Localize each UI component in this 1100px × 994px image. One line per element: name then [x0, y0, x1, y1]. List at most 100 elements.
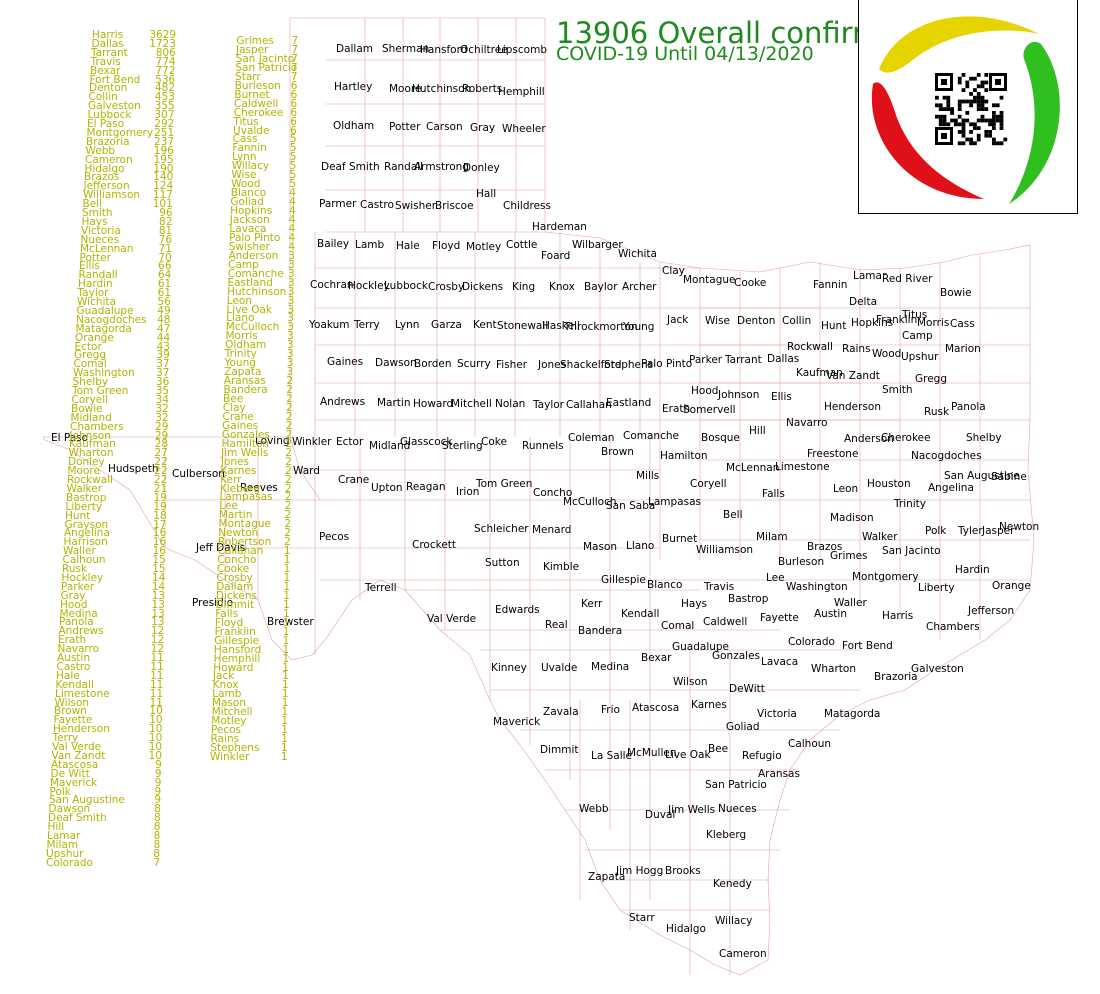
- county-label-harris: Harris: [882, 610, 913, 622]
- case-list-county-name: Aransas: [223, 375, 266, 388]
- case-list-county-name: Grimes: [236, 35, 274, 47]
- county-label-san-patricio: San Patricio: [705, 779, 767, 791]
- case-list-count: 81: [158, 224, 173, 237]
- county-label-kendall: Kendall: [621, 608, 659, 620]
- case-list-count: 453: [154, 91, 175, 104]
- case-list-count: 1: [282, 643, 290, 656]
- case-list-count: 1: [283, 545, 291, 558]
- case-list-count: 196: [153, 144, 174, 157]
- case-list-count: 70: [158, 251, 172, 264]
- case-list-county-name: San Patricio: [235, 61, 298, 74]
- county-label-hardin: Hardin: [955, 564, 990, 576]
- case-list-county-name: Bee: [223, 393, 244, 405]
- county-label-la-salle: La Salle: [591, 750, 632, 762]
- case-list-county-name: Fort Bend: [89, 73, 141, 86]
- county-label-llano: Llano: [626, 540, 654, 552]
- case-list-county-name: Kendall: [55, 678, 94, 691]
- county-label-kleberg: Kleberg: [706, 829, 746, 841]
- case-list-count: 21: [153, 482, 168, 495]
- case-list-count: 2: [284, 518, 292, 531]
- county-label-kent: Kent: [473, 319, 497, 331]
- county-label-bexar: Bexar: [641, 652, 672, 664]
- case-list-count: 774: [155, 55, 176, 68]
- case-list-county-name: Webb: [85, 144, 116, 157]
- county-label-jasper: Jasper: [981, 525, 1015, 537]
- county-label-jim-wells: Jim Wells: [667, 804, 715, 816]
- case-list-count: 9: [155, 758, 162, 771]
- county-label-gregg: Gregg: [915, 373, 947, 385]
- case-list-count: 4: [288, 205, 296, 218]
- county-label-frio: Frio: [601, 704, 620, 716]
- case-list-count: 22: [154, 465, 168, 478]
- county-label-gillespie: Gillespie: [601, 574, 646, 586]
- county-label-upshur: Upshur: [901, 351, 939, 363]
- case-list-count: 7: [290, 70, 298, 83]
- county-label-waller: Waller: [834, 597, 867, 609]
- case-list-count: 2: [285, 446, 293, 459]
- case-list-count: 251: [154, 126, 175, 139]
- county-label-cameron: Cameron: [719, 948, 767, 960]
- case-list-county-name: Falls: [215, 607, 239, 620]
- case-list-county-name: Navarro: [57, 643, 100, 656]
- county-label-king: King: [512, 281, 535, 293]
- case-list-count: 11: [150, 652, 164, 664]
- case-list-county-name: Morris: [225, 330, 258, 343]
- case-list-county-name: Stephens: [210, 742, 260, 755]
- case-list-count: 1: [281, 679, 289, 692]
- case-list-county-name: Erath: [58, 634, 87, 647]
- case-list-count: 4: [289, 187, 296, 200]
- case-list-count: 5: [290, 133, 297, 146]
- county-label-dallas: Dallas: [767, 353, 799, 365]
- county-label-garza: Garza: [431, 319, 462, 331]
- case-list-count: 5: [289, 160, 297, 173]
- case-list-count: 2: [285, 428, 293, 441]
- county-label-zapata: Zapata: [588, 871, 625, 883]
- case-list-county-name: Jefferson: [83, 180, 130, 193]
- county-label-reeves: Reeves: [240, 482, 278, 494]
- case-list-count: 2: [284, 473, 292, 486]
- county-label-comal: Comal: [661, 620, 694, 632]
- case-list-count: 117: [152, 189, 173, 202]
- county-label-walker: Walker: [862, 531, 898, 543]
- case-list-count: 3: [286, 366, 294, 379]
- case-list-count: 8: [153, 830, 161, 842]
- case-list-county-name: Motley: [211, 715, 247, 728]
- county-label-live-oak: Live Oak: [665, 749, 711, 761]
- case-list-count: 1: [281, 688, 289, 701]
- county-label-austin: Austin: [814, 608, 847, 620]
- county-label-calhoun: Calhoun: [788, 738, 831, 750]
- county-label-eastland: Eastland: [606, 397, 651, 409]
- case-list-count: 2: [285, 437, 293, 450]
- logo-ring-green: [1009, 41, 1060, 204]
- case-list-county-name: Val Verde: [52, 741, 102, 753]
- case-list-count: 13: [151, 598, 165, 611]
- county-label-van-zandt: Van Zandt: [826, 370, 880, 382]
- county-label-webb: Webb: [579, 803, 609, 815]
- case-list-county-name: Cameron: [85, 153, 133, 166]
- case-list-count: 1: [281, 706, 289, 719]
- county-label-motley: Motley: [466, 241, 501, 253]
- case-list-county-name: Randall: [78, 269, 118, 282]
- county-label-ector: Ector: [336, 436, 364, 448]
- county-label-potter: Potter: [389, 121, 421, 133]
- case-list-county-name: Brazos: [84, 171, 120, 184]
- case-list-county-name: Hutchinson: [227, 285, 287, 298]
- case-list-county-name: Eastland: [227, 276, 273, 289]
- county-label-midland: Midland: [369, 440, 410, 452]
- case-list-count: 1: [282, 625, 290, 638]
- case-list-count: 1: [283, 563, 291, 576]
- case-list-county-name: Terry: [52, 732, 79, 745]
- case-list-count: 8: [154, 812, 161, 825]
- case-list-county-name: Victoria: [81, 224, 121, 237]
- county-label-concho: Concho: [533, 487, 572, 499]
- case-list-count: 772: [155, 64, 176, 77]
- case-list-count: 1: [281, 742, 288, 755]
- case-list-county-name: Chambers: [70, 420, 124, 433]
- county-label-jeff-davis: Jeff Davis: [195, 542, 245, 554]
- case-list-county-name: Taylor: [77, 287, 109, 300]
- county-label-winkler: Winkler: [292, 436, 332, 448]
- county-label-val-verde: Val Verde: [427, 613, 476, 625]
- case-list-count: 4: [288, 240, 296, 253]
- case-list-count: 19: [153, 500, 167, 513]
